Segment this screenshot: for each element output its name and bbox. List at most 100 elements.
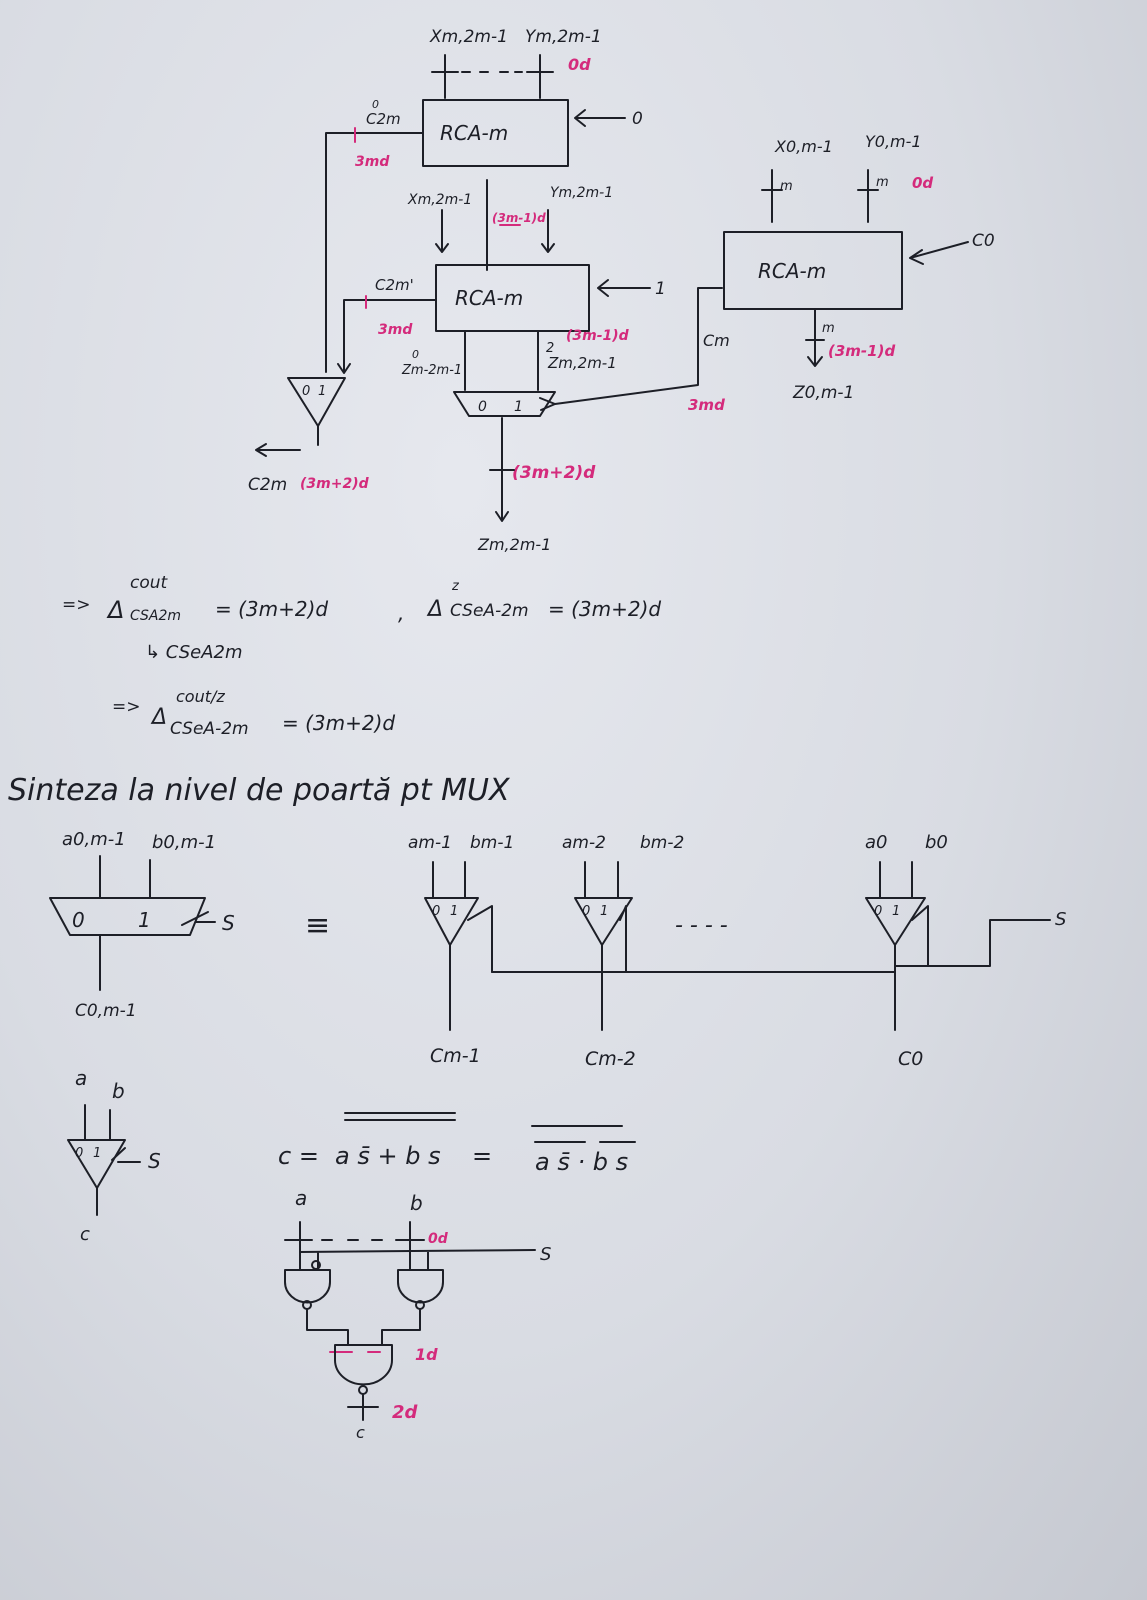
c2m-output-label: C2m bbox=[248, 475, 287, 495]
rca-lower-cout-wire bbox=[337, 299, 437, 374]
chain-cell3-a: a0 bbox=[865, 832, 887, 853]
chain-cell2-b: bm-2 bbox=[640, 833, 684, 853]
cm-arrowhead bbox=[539, 397, 556, 411]
formula-lhs: c = bbox=[278, 1142, 319, 1170]
eq1b-sup: z bbox=[451, 579, 460, 594]
rca-upper-cin: 0 bbox=[632, 109, 643, 129]
sum-lower-sup: 2 bbox=[546, 341, 554, 356]
chain-cell3-label-0: 0 bbox=[874, 904, 882, 919]
eq1b-delta: Δ bbox=[426, 597, 443, 622]
single-mux-a: a bbox=[75, 1066, 87, 1090]
gate-input-wires bbox=[284, 1221, 425, 1271]
gate-output-delay: 2d bbox=[392, 1402, 419, 1423]
chain-cell3-out: C0 bbox=[898, 1048, 923, 1070]
mid-input-delay: (3m-1)d bbox=[492, 211, 546, 225]
cm-delay: 3md bbox=[688, 396, 725, 414]
bus-mux-output: C0,m-1 bbox=[75, 1001, 137, 1021]
sum-mux-output-label: Zm,2m-1 bbox=[477, 535, 551, 554]
chain-cell3-label-1: 1 bbox=[892, 904, 900, 919]
chain-select-bus bbox=[491, 919, 1051, 973]
rca-upper-cout-sup: 0 bbox=[372, 98, 379, 111]
eq1-sub: CSA2m bbox=[130, 608, 181, 624]
chain-cell2-out: Cm-2 bbox=[585, 1048, 636, 1070]
single-mux-inputs bbox=[84, 1104, 111, 1141]
formula-expr: a s̄ + b s bbox=[335, 1142, 441, 1170]
single-mux-select-wire bbox=[111, 1147, 141, 1163]
eq3-prefix: => bbox=[112, 697, 141, 717]
gate-input-a: a bbox=[295, 1186, 307, 1210]
rca-lower-box bbox=[435, 264, 590, 332]
chain-cell3-b: b0 bbox=[925, 832, 948, 853]
sum-lower-label: Zm,2m-1 bbox=[547, 354, 617, 372]
rca-right-input-x-width: m bbox=[780, 179, 793, 194]
single-mux-label-1: 1 bbox=[93, 1146, 101, 1161]
sum-lower-delay: (3m-1)d bbox=[566, 328, 630, 344]
eq1-prefix: => bbox=[62, 595, 91, 615]
chain-cell3-mux bbox=[865, 897, 926, 946]
bus-mux-input-wires bbox=[99, 855, 151, 899]
section-title: Sinteza la nivel de poartă pt MUX bbox=[8, 773, 511, 808]
eq3-sup: cout/z bbox=[176, 687, 225, 706]
chain-cell2-label-0: 0 bbox=[582, 904, 590, 919]
gate-select-wire bbox=[299, 1249, 536, 1271]
rca-right-output-delay: (3m-1)d bbox=[828, 342, 895, 360]
mid-input-wires bbox=[435, 179, 555, 271]
rca-upper-cout: C2m bbox=[366, 110, 401, 128]
rca-upper-cin-arrow bbox=[574, 109, 626, 127]
eq1-rhs: = (3m+2)d bbox=[215, 597, 328, 621]
rca-lower-cin-arrow bbox=[597, 279, 651, 297]
bus-mux-label-0: 0 bbox=[72, 908, 85, 932]
cm-label: Cm bbox=[703, 331, 730, 350]
equiv-sign: ≡ bbox=[305, 908, 330, 943]
c2m-output-delay: (3m+2)d bbox=[300, 476, 370, 492]
single-mux-output: c bbox=[80, 1224, 90, 1245]
rca-right-cin: C0 bbox=[972, 231, 995, 251]
rca-lower-label: RCA-m bbox=[455, 286, 523, 310]
chain-ellipsis: - - - - bbox=[675, 913, 728, 938]
carry-mux-label-1: 1 bbox=[318, 384, 326, 399]
sum-upper-label: Zm-2m-1 bbox=[401, 363, 462, 378]
rca-right-output-label: Z0,m-1 bbox=[792, 383, 854, 403]
mid-input-y-label: Ym,2m-1 bbox=[550, 185, 613, 201]
chain-cell1-b: bm-1 bbox=[470, 833, 514, 853]
rca-right-output-wire bbox=[805, 308, 825, 367]
nand-gate-1 bbox=[284, 1269, 331, 1304]
chain-cell1-a: am-1 bbox=[408, 833, 452, 853]
bus-mux-select-wire bbox=[181, 911, 216, 926]
nand-gate-1-input-bubble bbox=[311, 1260, 321, 1270]
sum-mux bbox=[453, 391, 556, 417]
sum-wires bbox=[464, 330, 539, 391]
eq1b-rhs: = (3m+2)d bbox=[548, 597, 661, 621]
rca-right-input-y: Y0,m-1 bbox=[865, 132, 922, 151]
rca-right-input-y-width: m bbox=[876, 175, 889, 190]
formula-double-overline bbox=[344, 1112, 456, 1121]
rca-right-input-x: X0,m-1 bbox=[774, 137, 833, 156]
chain-cell2-mux bbox=[574, 897, 633, 946]
gate-input-delay: 0d bbox=[428, 1231, 449, 1247]
rca-upper-cout-delay: 3md bbox=[355, 154, 390, 170]
formula-rhs: a s̄ · b s bbox=[535, 1148, 628, 1176]
eq1-sup: cout bbox=[130, 573, 169, 593]
eq3-delta: Δ bbox=[150, 705, 167, 730]
single-mux-b: b bbox=[112, 1079, 125, 1103]
top-input-x-label: Xm,2m-1 bbox=[429, 27, 508, 47]
single-mux-label-0: 0 bbox=[75, 1146, 83, 1161]
eq1-separator: , bbox=[398, 601, 404, 625]
c2m-output-arrow bbox=[255, 443, 301, 457]
cm-select-wire bbox=[554, 287, 723, 405]
chain-cell2-label-1: 1 bbox=[600, 904, 608, 919]
mid-input-x-label: Xm,2m-1 bbox=[407, 192, 472, 208]
eq2-note: ↳ CSeA2m bbox=[145, 642, 243, 663]
rca-right-label: RCA-m bbox=[758, 259, 826, 283]
bus-mux-select: S bbox=[222, 911, 235, 935]
chain-select: S bbox=[1055, 909, 1066, 930]
single-mux-select: S bbox=[148, 1149, 161, 1173]
top-input-y-label: Ym,2m-1 bbox=[525, 27, 602, 47]
rca-right-input-delay: 0d bbox=[912, 174, 933, 192]
eq3-sub: CSeA-2m bbox=[170, 719, 249, 739]
nand-gate-2 bbox=[397, 1269, 444, 1304]
chain-cell2-a: am-2 bbox=[562, 833, 606, 853]
eq1-delta: Δ bbox=[106, 596, 124, 624]
formula-overlines bbox=[531, 1125, 636, 1143]
